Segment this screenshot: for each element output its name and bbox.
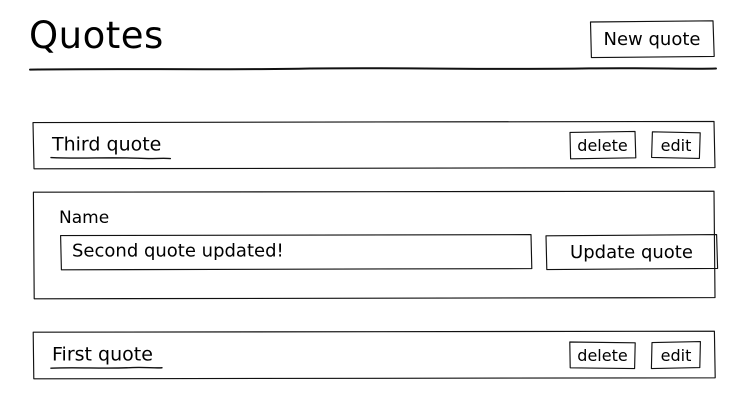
- link-underline: [50, 366, 163, 371]
- delete-button[interactable]: delete: [568, 130, 637, 160]
- new-quote-button-label: New quote: [603, 28, 701, 50]
- delete-button-label: delete: [577, 135, 628, 155]
- table-row[interactable]: Third quote delete edit: [31, 120, 716, 170]
- row-actions: delete edit: [568, 130, 702, 160]
- quote-link-third[interactable]: Third quote: [52, 134, 161, 156]
- name-input[interactable]: Second quote updated!: [58, 233, 533, 271]
- row-actions: delete edit: [568, 340, 702, 370]
- header-divider: [29, 66, 717, 72]
- quote-link-first[interactable]: First quote: [52, 344, 153, 366]
- delete-button-label: delete: [577, 345, 628, 365]
- edit-quote-panel: Name Second quote updated! Update quote: [31, 190, 716, 300]
- quote-link-first-label: First quote: [52, 343, 153, 366]
- update-quote-button[interactable]: Update quote: [544, 233, 719, 271]
- edit-button-label: edit: [660, 135, 692, 155]
- page-title: Quotes: [29, 14, 164, 57]
- name-input-value: Second quote updated!: [72, 240, 284, 262]
- edit-button-label: edit: [660, 345, 692, 365]
- quote-link-third-label: Third quote: [52, 133, 162, 156]
- edit-button[interactable]: edit: [650, 130, 702, 160]
- edit-button[interactable]: edit: [650, 340, 702, 370]
- update-quote-button-label: Update quote: [570, 241, 693, 263]
- link-underline: [50, 156, 171, 161]
- name-field-label: Name: [59, 208, 110, 228]
- delete-button[interactable]: delete: [568, 340, 637, 370]
- table-row[interactable]: First quote delete edit: [31, 330, 716, 380]
- new-quote-button[interactable]: New quote: [588, 19, 716, 59]
